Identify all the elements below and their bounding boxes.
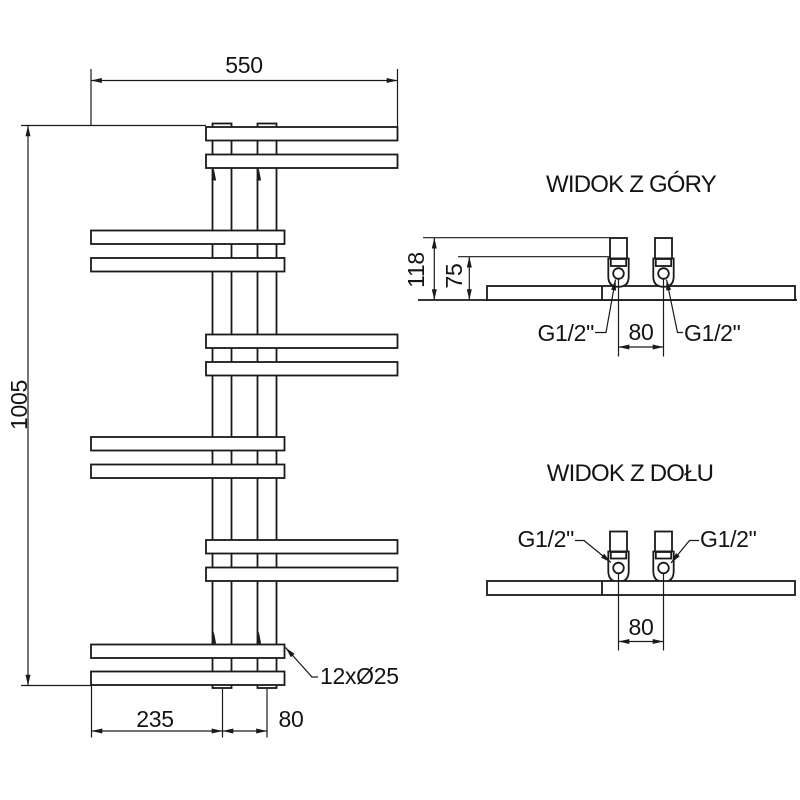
dimension-80-top: 80 <box>617 279 665 357</box>
towel-bar <box>205 126 399 142</box>
dim-label-bottom-spacing: 80 <box>279 706 304 732</box>
flow-arrow-icon <box>211 168 217 181</box>
dimension-550: 550 <box>90 52 399 126</box>
leader-line <box>285 647 318 678</box>
towel-bar <box>90 229 286 245</box>
dimension-118: 118 <box>403 237 437 301</box>
towel-bar <box>205 539 399 555</box>
radiator-profile-bar <box>486 580 796 596</box>
flow-arrows <box>211 168 262 644</box>
thread-port <box>612 561 625 575</box>
valve-nut <box>654 258 673 267</box>
pipe-stub <box>654 237 673 260</box>
valve-nut <box>609 258 628 267</box>
pipe-stub <box>609 237 628 260</box>
dimension-1005: 1005 <box>6 124 206 687</box>
thread-port <box>657 561 670 575</box>
thread-label: G1/2" <box>517 526 574 552</box>
dim-label-offset: 75 <box>441 264 467 289</box>
valve-nut <box>654 551 673 560</box>
top-view-title: WIDOK Z GÓRY <box>546 171 717 198</box>
dim-label-spacing: 80 <box>629 614 654 640</box>
flow-arrow-icon <box>256 631 262 644</box>
towel-bar <box>90 463 286 479</box>
towel-bar <box>205 153 399 169</box>
dim-label-spacing: 80 <box>629 319 654 345</box>
pipe-stub <box>609 530 628 553</box>
thread-label: G1/2" <box>684 320 741 346</box>
collector-tube-left <box>211 122 233 689</box>
dimension-75: 75 <box>441 256 472 301</box>
collector-tube-right <box>256 122 278 689</box>
leader-line <box>595 279 617 334</box>
callout-thread-left-bottom: G1/2" <box>517 526 612 563</box>
radiator-profile-bar <box>486 285 796 301</box>
towel-bar <box>205 566 399 582</box>
bottom-view-title: WIDOK Z DOŁU <box>547 460 713 487</box>
dim-label-depth: 118 <box>403 252 429 288</box>
leader-line <box>670 539 699 564</box>
bottom-view: WIDOK Z DOŁU 80 G1/2" G1/2" <box>486 460 796 651</box>
leader-line <box>665 279 683 334</box>
towel-bar <box>205 333 399 349</box>
dimension-bottom: 235 80 <box>90 685 304 738</box>
dim-label-height: 1005 <box>6 380 32 430</box>
flow-arrow-icon <box>256 168 262 181</box>
towel-bar <box>90 257 286 273</box>
front-view: 550 1005 235 80 12xØ25 <box>6 52 399 738</box>
callout-thread-left-top: G1/2" <box>537 279 617 346</box>
thread-port <box>612 267 625 280</box>
top-view: WIDOK Z GÓRY 118 75 80 <box>403 171 797 357</box>
towel-bars <box>90 126 399 686</box>
towel-bar <box>90 436 286 452</box>
leader-line <box>575 539 612 563</box>
dimension-80-bottom: 80 <box>617 573 665 651</box>
thread-port <box>657 267 670 280</box>
dim-label-width: 550 <box>225 52 262 78</box>
flow-arrow-icon <box>211 631 217 644</box>
dim-label-bottom-left: 235 <box>136 706 173 732</box>
callout-tube-diameter: 12xØ25 <box>285 647 399 689</box>
callout-label: 12xØ25 <box>320 663 399 689</box>
callout-thread-right-bottom: G1/2" <box>670 526 757 564</box>
valve-nut <box>609 551 628 560</box>
towel-bar <box>90 670 286 686</box>
towel-bar <box>90 643 286 659</box>
pipe-stub <box>654 530 673 553</box>
callout-thread-right-top: G1/2" <box>665 279 741 346</box>
towel-bar <box>205 361 399 377</box>
thread-label: G1/2" <box>537 320 594 346</box>
thread-label: G1/2" <box>700 526 757 552</box>
